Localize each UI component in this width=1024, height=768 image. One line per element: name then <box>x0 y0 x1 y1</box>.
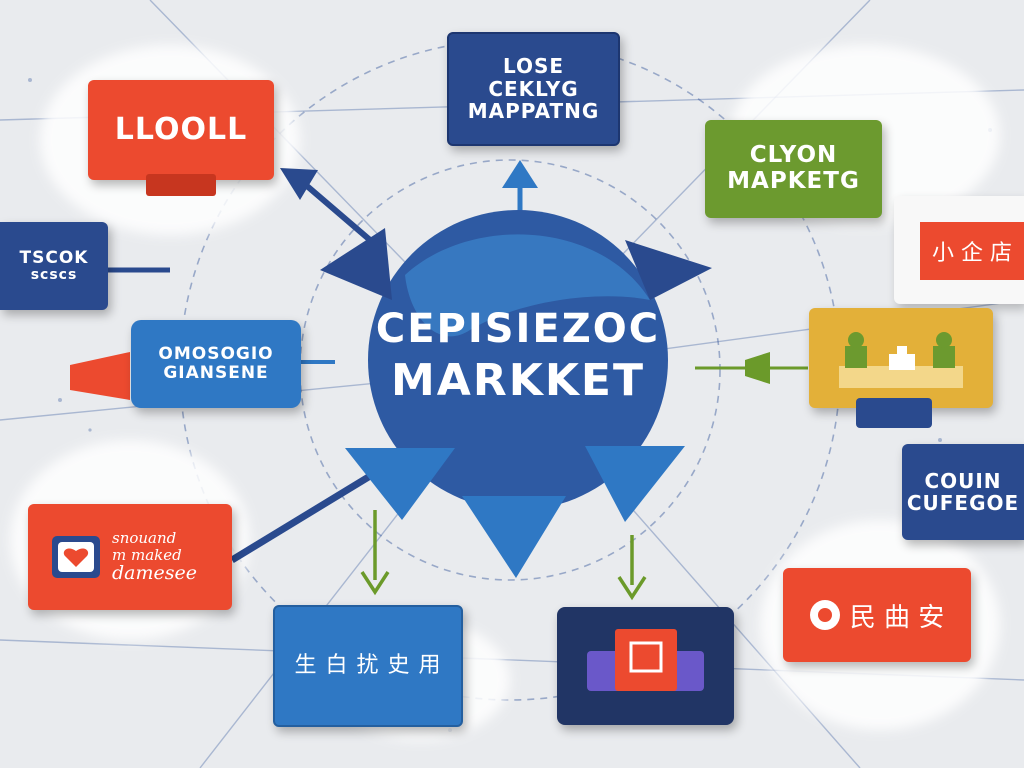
card-text-line: 小 企 店 <box>932 241 1012 266</box>
card-text-line: scscs <box>30 266 78 283</box>
card-text-line: damesee <box>112 562 197 585</box>
arrow-green-left <box>695 352 808 384</box>
card-right-lower[interactable]: COUIN CUFEGOE <box>902 444 1024 540</box>
card-text-line: TSCOK <box>19 247 89 268</box>
center-hub-title: CEPISIEZOC MARKKET <box>340 305 696 408</box>
hub-spike-upper-right <box>625 240 712 300</box>
hub-spike-lower-left <box>345 448 455 520</box>
card-bottom-center[interactable] <box>557 607 734 725</box>
card-text-line: LLOOLL <box>114 112 248 148</box>
card-top-center[interactable]: LOSE CEKLYG MAPPATNG <box>447 32 620 146</box>
heart-badge-icon <box>52 536 100 578</box>
hub-spike-lower-right <box>585 446 685 522</box>
card-right-upper-band: 小 企 店 <box>920 222 1024 280</box>
card-text-line: 生 白 扰 史 用 <box>294 652 442 678</box>
box-icon <box>587 629 704 691</box>
center-title-line: CEPISIEZOC <box>375 306 661 352</box>
arrow-green-down-left <box>360 510 390 596</box>
card-left-upper[interactable]: TSCOK scscs <box>0 222 108 310</box>
people-illustration-icon <box>839 332 963 388</box>
arrow-left-orange <box>70 352 130 400</box>
card-right-upper[interactable]: 小 企 店 <box>894 196 1024 304</box>
card-text-line: CUFEGOE <box>906 491 1020 515</box>
center-title-line: MARKKET <box>391 355 645 406</box>
card-top-left[interactable]: LLOOLL <box>88 80 274 180</box>
card-text-line: MAPKETG <box>727 168 860 194</box>
connector-lower-left <box>230 467 382 563</box>
card-text-line: CLYON <box>749 142 838 169</box>
hub-spike-bottom <box>462 496 566 578</box>
card-text-line: m maked <box>112 545 182 564</box>
card-text-line: COUIN <box>924 468 1002 493</box>
arrow-to-top-left-card <box>280 168 372 243</box>
card-text-line: LOSE <box>502 54 565 79</box>
card-right-middle-clip <box>856 398 932 428</box>
card-tab <box>146 174 216 196</box>
card-left-middle[interactable]: OMOSOGIO GIANSENE <box>131 320 301 408</box>
card-text-line: MAPPATNG <box>467 99 600 124</box>
hub-spike-upper-left <box>320 228 392 300</box>
card-left-lower[interactable]: snouand m maked damesee <box>28 504 232 610</box>
card-right-middle[interactable] <box>809 308 993 408</box>
card-bottom-right[interactable]: 民 曲 安 <box>783 568 971 662</box>
card-text-line: snouand <box>112 529 177 548</box>
card-text-line: OMOSOGIO <box>158 343 274 364</box>
card-text-line: GIANSENE <box>163 363 269 383</box>
circle-icon <box>809 600 840 630</box>
arrow-green-down-right <box>617 535 647 601</box>
card-top-right[interactable]: CLYON MAPKETG <box>705 120 882 218</box>
card-text-line: 民 曲 安 <box>849 602 945 633</box>
card-text-line: CEKLYG <box>488 76 579 101</box>
center-hub-highlight <box>405 234 650 337</box>
card-bottom-left[interactable]: 生 白 扰 史 用 <box>273 605 463 727</box>
